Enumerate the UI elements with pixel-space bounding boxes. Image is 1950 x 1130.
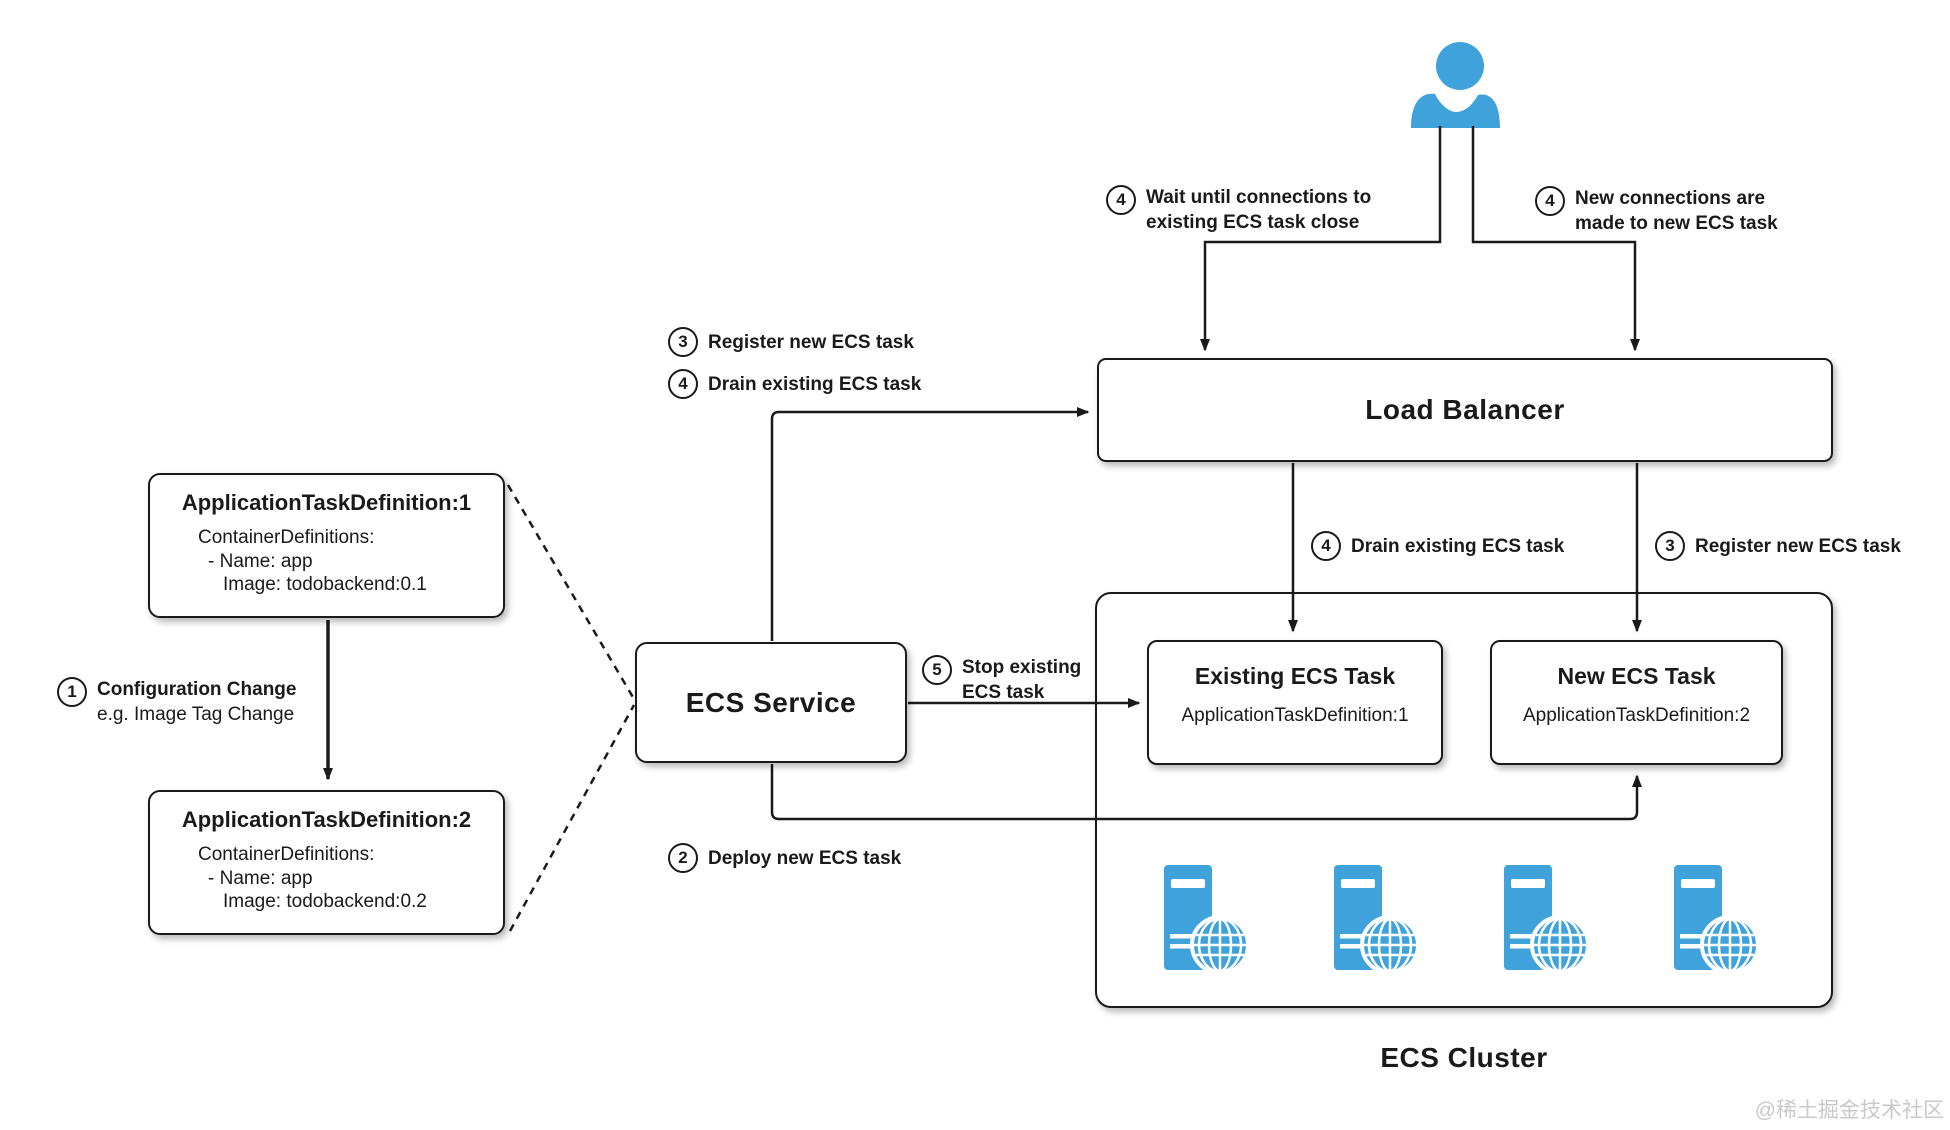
- server-globe-icon: [1672, 863, 1760, 975]
- step-4-badge: 4: [668, 369, 698, 399]
- taskdef1-box: ApplicationTaskDefinition:1 ContainerDef…: [148, 473, 505, 618]
- annotation-line: Stop existing: [962, 657, 1082, 678]
- user-icon: [1411, 42, 1500, 128]
- taskdef2-box: ApplicationTaskDefinition:2 ContainerDef…: [148, 790, 505, 935]
- annotation-line: Wait until connections to: [1146, 187, 1372, 208]
- annotation-line: Configuration Change: [97, 679, 297, 700]
- annotation-text: Configuration Change e.g. Image Tag Chan…: [97, 677, 296, 727]
- ecs-service-box: ECS Service: [635, 642, 907, 763]
- annotation-register-mid: 3 Register new ECS task: [1655, 531, 1901, 561]
- annotation-line: ECS task: [962, 682, 1045, 703]
- step-3-badge: 3: [1655, 531, 1685, 561]
- annotation-stop-existing: 5 Stop existing ECS task: [922, 655, 1081, 705]
- annotation-deploy: 2 Deploy new ECS task: [668, 843, 901, 873]
- server-globe-icon: [1502, 863, 1590, 975]
- annotation-new-connections: 4 New connections are made to new ECS ta…: [1535, 186, 1778, 236]
- taskdef2-line: ContainerDefinitions:: [198, 844, 375, 865]
- taskdef2-line: Image: todobackend:0.2: [223, 891, 427, 912]
- annotation-text: New connections are made to new ECS task: [1575, 186, 1778, 236]
- annotation-register-service: 3 Register new ECS task: [668, 327, 914, 357]
- taskdef1-line: ContainerDefinitions:: [198, 527, 375, 548]
- annotation-line: made to new ECS task: [1575, 213, 1778, 234]
- annotation-text: Drain existing ECS task: [1351, 535, 1565, 557]
- taskdef1-line: Image: todobackend:0.1: [223, 574, 427, 595]
- annotation-text: Register new ECS task: [1695, 535, 1901, 557]
- watermark: @稀土掘金技术社区: [1754, 1099, 1944, 1122]
- annotation-line: New connections are: [1575, 188, 1766, 209]
- wire-user-to-lb-left: [1200, 126, 1442, 352]
- existing-ecs-task-title: Existing ECS Task: [1194, 663, 1396, 689]
- new-ecs-task-title: New ECS Task: [1557, 663, 1716, 689]
- annotation-text: Drain existing ECS task: [708, 373, 922, 395]
- dashed-taskdef2-to-service: [508, 704, 636, 932]
- new-ecs-task-subtitle: ApplicationTaskDefinition:2: [1522, 705, 1751, 726]
- load-balancer-box: Load Balancer: [1097, 358, 1833, 462]
- annotation-text: Wait until connections to existing ECS t…: [1146, 185, 1371, 235]
- annotation-text: Stop existing ECS task: [962, 655, 1081, 705]
- wire-user-to-lb-right: [1471, 126, 1640, 352]
- step-3-badge: 3: [668, 327, 698, 357]
- step-1-badge: 1: [57, 677, 87, 707]
- taskdef2-body: ContainerDefinitions: - Name: app Image:…: [150, 843, 503, 914]
- taskdef1-line: - Name: app: [208, 550, 313, 572]
- annotation-drain-mid: 4 Drain existing ECS task: [1311, 531, 1564, 561]
- step-4-badge: 4: [1535, 186, 1565, 216]
- step-2-badge: 2: [668, 843, 698, 873]
- wire-service-to-lb: [770, 407, 1090, 641]
- taskdef2-title: ApplicationTaskDefinition:2: [181, 807, 472, 832]
- step-4-badge: 4: [1311, 531, 1341, 561]
- annotation-wait-connections-close: 4 Wait until connections to existing ECS…: [1106, 185, 1371, 235]
- taskdef1-body: ContainerDefinitions: - Name: app Image:…: [150, 526, 503, 597]
- dashed-taskdef1-to-service: [506, 484, 636, 700]
- annotation-drain-service: 4 Drain existing ECS task: [668, 369, 921, 399]
- ecs-service-title: ECS Service: [685, 686, 857, 718]
- annotation-config-change: 1 Configuration Change e.g. Image Tag Ch…: [57, 677, 296, 727]
- annotation-text: Deploy new ECS task: [708, 847, 902, 869]
- taskdef1-title: ApplicationTaskDefinition:1: [181, 490, 472, 515]
- existing-ecs-task-subtitle: ApplicationTaskDefinition:1: [1181, 705, 1409, 726]
- taskdef2-line: - Name: app: [208, 867, 313, 889]
- ecs-cluster-label: ECS Cluster: [1380, 1042, 1548, 1073]
- wire-service-deploy-new: [770, 764, 1642, 821]
- load-balancer-title: Load Balancer: [1365, 394, 1565, 425]
- step-5-badge: 5: [922, 655, 952, 685]
- annotation-line: existing ECS task close: [1146, 212, 1360, 233]
- step-4-badge: 4: [1106, 185, 1136, 215]
- server-globe-icon: [1332, 863, 1420, 975]
- annotation-text: Register new ECS task: [708, 331, 914, 353]
- existing-ecs-task-box: Existing ECS Task ApplicationTaskDefinit…: [1147, 640, 1443, 765]
- new-ecs-task-box: New ECS Task ApplicationTaskDefinition:2: [1490, 640, 1783, 765]
- server-globe-icon: [1162, 863, 1250, 975]
- annotation-line: e.g. Image Tag Change: [97, 704, 295, 725]
